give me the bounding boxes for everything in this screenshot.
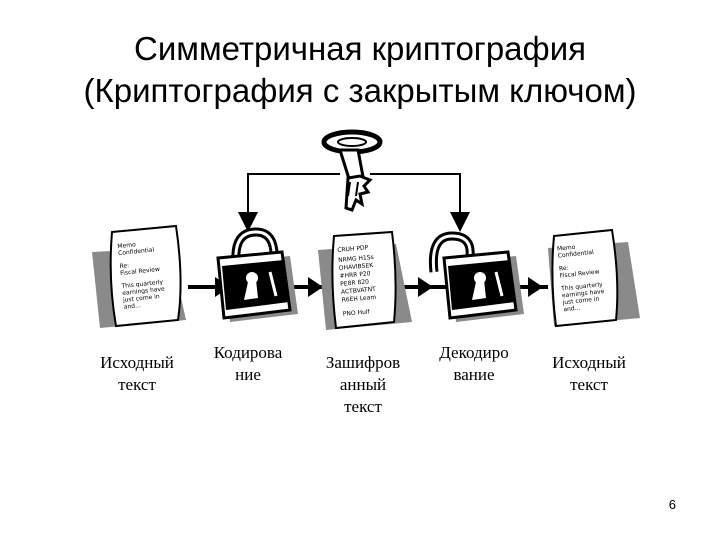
doc1-line-8: and...: [123, 302, 141, 311]
doc2-line-8: PNO Hulf: [343, 308, 371, 317]
caption-line: текст: [344, 397, 382, 416]
caption-cipher-text: Зашифров анный текст: [318, 352, 408, 418]
doc3-line-2: Confidential: [557, 249, 594, 260]
doc3-line-5: This quarterly: [560, 281, 604, 292]
doc1-line-4: Fiscal Review: [120, 266, 160, 277]
doc3-line-6: earnings have: [562, 288, 605, 299]
padlock-closed-icon: [216, 227, 298, 322]
doc1-line-1: Memo: [117, 241, 136, 250]
doc3-line-7: just come in: [561, 296, 599, 307]
caption-line: Исходный: [100, 353, 174, 372]
doc2-line-2: NRMG H1Ss: [338, 254, 374, 264]
title-line-1: Симметричная криптография: [134, 30, 586, 67]
doc1-line-5: This quarterly: [120, 279, 164, 290]
doc1-line-2: Confidential: [118, 246, 155, 257]
caption-line: Декодиро: [439, 343, 509, 362]
document-icon: Memo Confidential Re: Fiscal Review This…: [92, 224, 186, 328]
doc2-line-1: CRUH PDP: [337, 244, 369, 254]
document-icon: CRUH PDP NRMG H1Ss OHAVIBSEK #HRR P20 PE…: [318, 230, 412, 330]
flow-arrow-3: [418, 277, 433, 297]
doc3-line-3: Re:: [559, 265, 569, 273]
caption-line: текст: [570, 375, 608, 394]
caption-line: текст: [118, 375, 156, 394]
caption-source-text: Исходный текст: [92, 352, 182, 396]
doc2-line-6: ACTBVATNT: [341, 286, 377, 296]
padlock-open-icon: [428, 231, 524, 322]
caption-line: Зашифров: [325, 353, 401, 372]
document-icon: Memo Confidential Re: Fiscal Review This…: [548, 228, 640, 328]
caption-line: анный: [339, 375, 387, 394]
caption-line: Исходный: [552, 353, 626, 372]
page-number: 6: [668, 497, 676, 512]
caption-result-text: Исходный текст: [544, 352, 634, 396]
caption-encoding: Кодирова ние: [203, 342, 293, 386]
key-icon: [321, 129, 383, 212]
title-line-2: (Криптография с закрытым ключом): [83, 72, 637, 109]
caption-line: Кодирова: [213, 343, 283, 362]
doc3-line-4: Fiscal Review: [560, 268, 600, 279]
doc2-line-3: OHAVIBSEK: [339, 262, 375, 272]
doc2-line-4: #HRR P20: [339, 270, 371, 280]
doc3-line-8: and...: [563, 305, 581, 314]
flow-arrow-4: [528, 277, 543, 297]
slide-title: Симметричная криптография (Криптография …: [0, 28, 720, 112]
caption-decoding: Декодиро вание: [429, 342, 519, 386]
caption-line: вание: [453, 365, 495, 384]
doc2-line-7: R6EH Leam: [341, 294, 376, 304]
key-distribution-lines: [247, 173, 461, 222]
doc1-line-3: Re:: [119, 262, 129, 270]
doc1-line-6: earnings have: [122, 286, 165, 297]
doc1-line-7: just come in: [122, 293, 160, 304]
doc2-line-5: PE8R 820: [340, 278, 369, 287]
flow-arrow-2: [308, 277, 323, 297]
caption-line: ние: [235, 365, 261, 384]
doc3-line-1: Memo: [557, 244, 576, 253]
